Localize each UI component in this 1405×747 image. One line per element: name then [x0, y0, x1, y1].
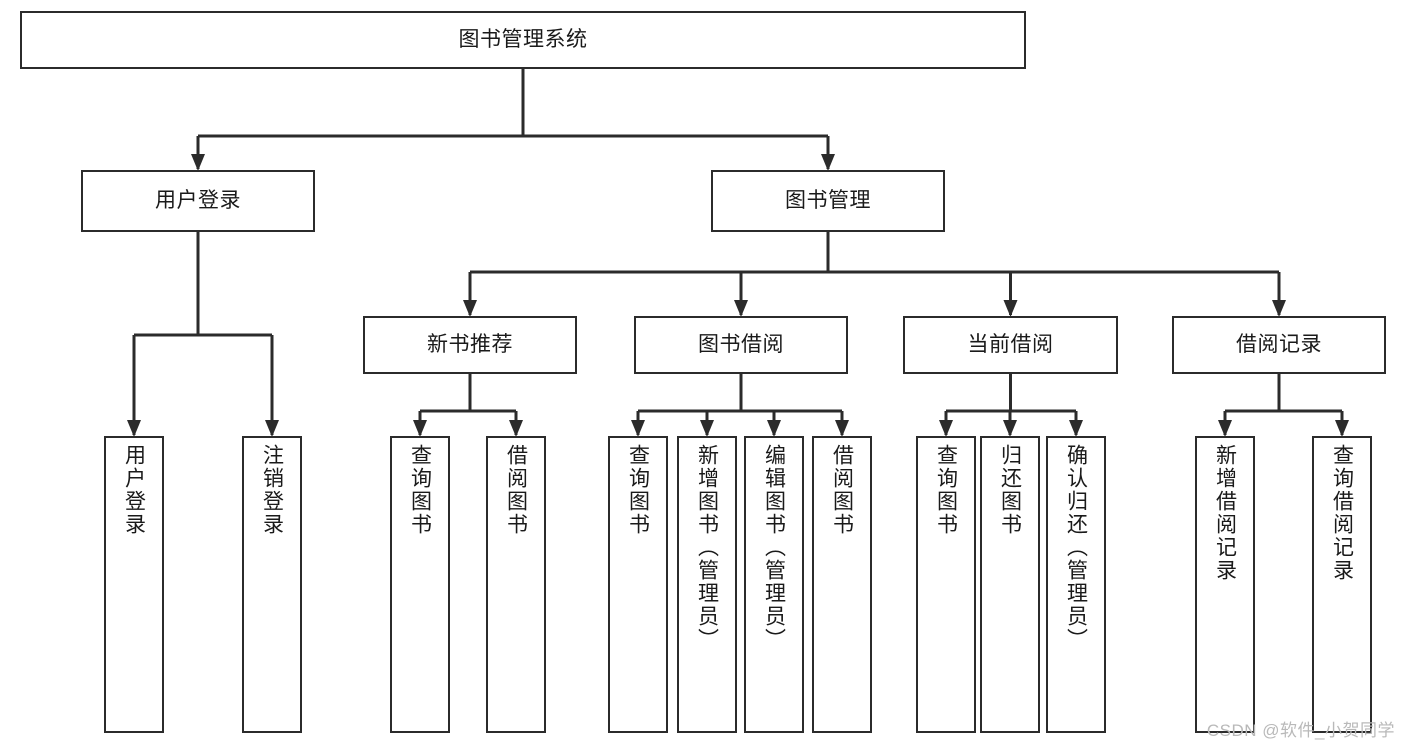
node-label: 用户登录	[122, 444, 146, 536]
node-book-borrow: 图书借阅	[634, 316, 848, 374]
watermark-text: CSDN @软件_小贺同学	[1206, 721, 1395, 740]
node-leaf-return-book: 归还图书	[980, 436, 1040, 733]
arrowhead-icon	[1218, 420, 1232, 437]
node-label: 图书借阅	[698, 332, 784, 356]
node-label: 新增图书（管理员）	[695, 444, 719, 651]
arrowhead-icon	[1272, 300, 1286, 317]
node-label: 注销登录	[260, 444, 284, 536]
node-leaf-user-login: 用户登录	[104, 436, 164, 733]
arrowhead-icon	[463, 300, 477, 317]
node-leaf-confirm-return: 确认归还（管理员）	[1046, 436, 1106, 733]
arrowhead-icon	[734, 300, 748, 317]
node-label: 用户登录	[155, 188, 241, 212]
arrowhead-icon	[191, 154, 205, 171]
node-leaf-add-book: 新增图书（管理员）	[677, 436, 737, 733]
node-leaf-borrow-book-1: 借阅图书	[486, 436, 546, 733]
node-label: 图书管理系统	[458, 27, 588, 51]
node-label: 查询图书	[408, 444, 432, 536]
node-label: 当前借阅	[967, 332, 1054, 356]
node-root: 图书管理系统	[20, 11, 1026, 69]
node-label: 借阅图书	[830, 444, 854, 536]
arrowhead-icon	[127, 420, 141, 437]
arrowhead-icon	[631, 420, 645, 437]
node-label: 新增借阅记录	[1213, 444, 1237, 582]
arrowhead-icon	[1003, 300, 1018, 317]
node-label: 借阅图书	[504, 444, 528, 536]
arrowhead-icon	[939, 420, 953, 437]
arrowhead-icon	[1335, 420, 1349, 437]
arrowhead-icon	[509, 420, 523, 437]
node-leaf-borrow-book-2: 借阅图书	[812, 436, 872, 733]
node-book-manage: 图书管理	[711, 170, 945, 232]
node-leaf-query-book-2: 查询图书	[608, 436, 668, 733]
node-label: 查询图书	[626, 444, 650, 536]
arrowhead-icon	[413, 420, 427, 437]
node-leaf-query-book-3: 查询图书	[916, 436, 976, 733]
node-label: 查询借阅记录	[1330, 444, 1354, 582]
node-new-book-recommend: 新书推荐	[363, 316, 577, 374]
node-borrow-record: 借阅记录	[1172, 316, 1386, 374]
arrowhead-icon	[1003, 420, 1017, 437]
node-label: 归还图书	[998, 444, 1022, 536]
node-leaf-query-record: 查询借阅记录	[1312, 436, 1372, 733]
node-label: 借阅记录	[1236, 332, 1322, 356]
node-label: 编辑图书（管理员）	[762, 444, 786, 651]
node-label: 查询图书	[934, 444, 958, 536]
node-label: 图书管理	[785, 188, 871, 212]
node-user-login: 用户登录	[81, 170, 315, 232]
node-leaf-edit-book: 编辑图书（管理员）	[744, 436, 804, 733]
node-leaf-add-record: 新增借阅记录	[1195, 436, 1255, 733]
arrowhead-icon	[767, 420, 781, 437]
node-current-borrow: 当前借阅	[903, 316, 1118, 374]
arrowhead-icon	[821, 154, 835, 171]
arrowhead-icon	[265, 420, 279, 437]
arrowhead-icon	[1069, 420, 1083, 437]
arrowhead-icon	[700, 420, 714, 437]
node-label: 确认归还（管理员）	[1064, 444, 1088, 651]
node-leaf-user-logout: 注销登录	[242, 436, 302, 733]
arrowhead-icon	[835, 420, 849, 437]
node-leaf-query-book-1: 查询图书	[390, 436, 450, 733]
node-label: 新书推荐	[427, 332, 513, 356]
